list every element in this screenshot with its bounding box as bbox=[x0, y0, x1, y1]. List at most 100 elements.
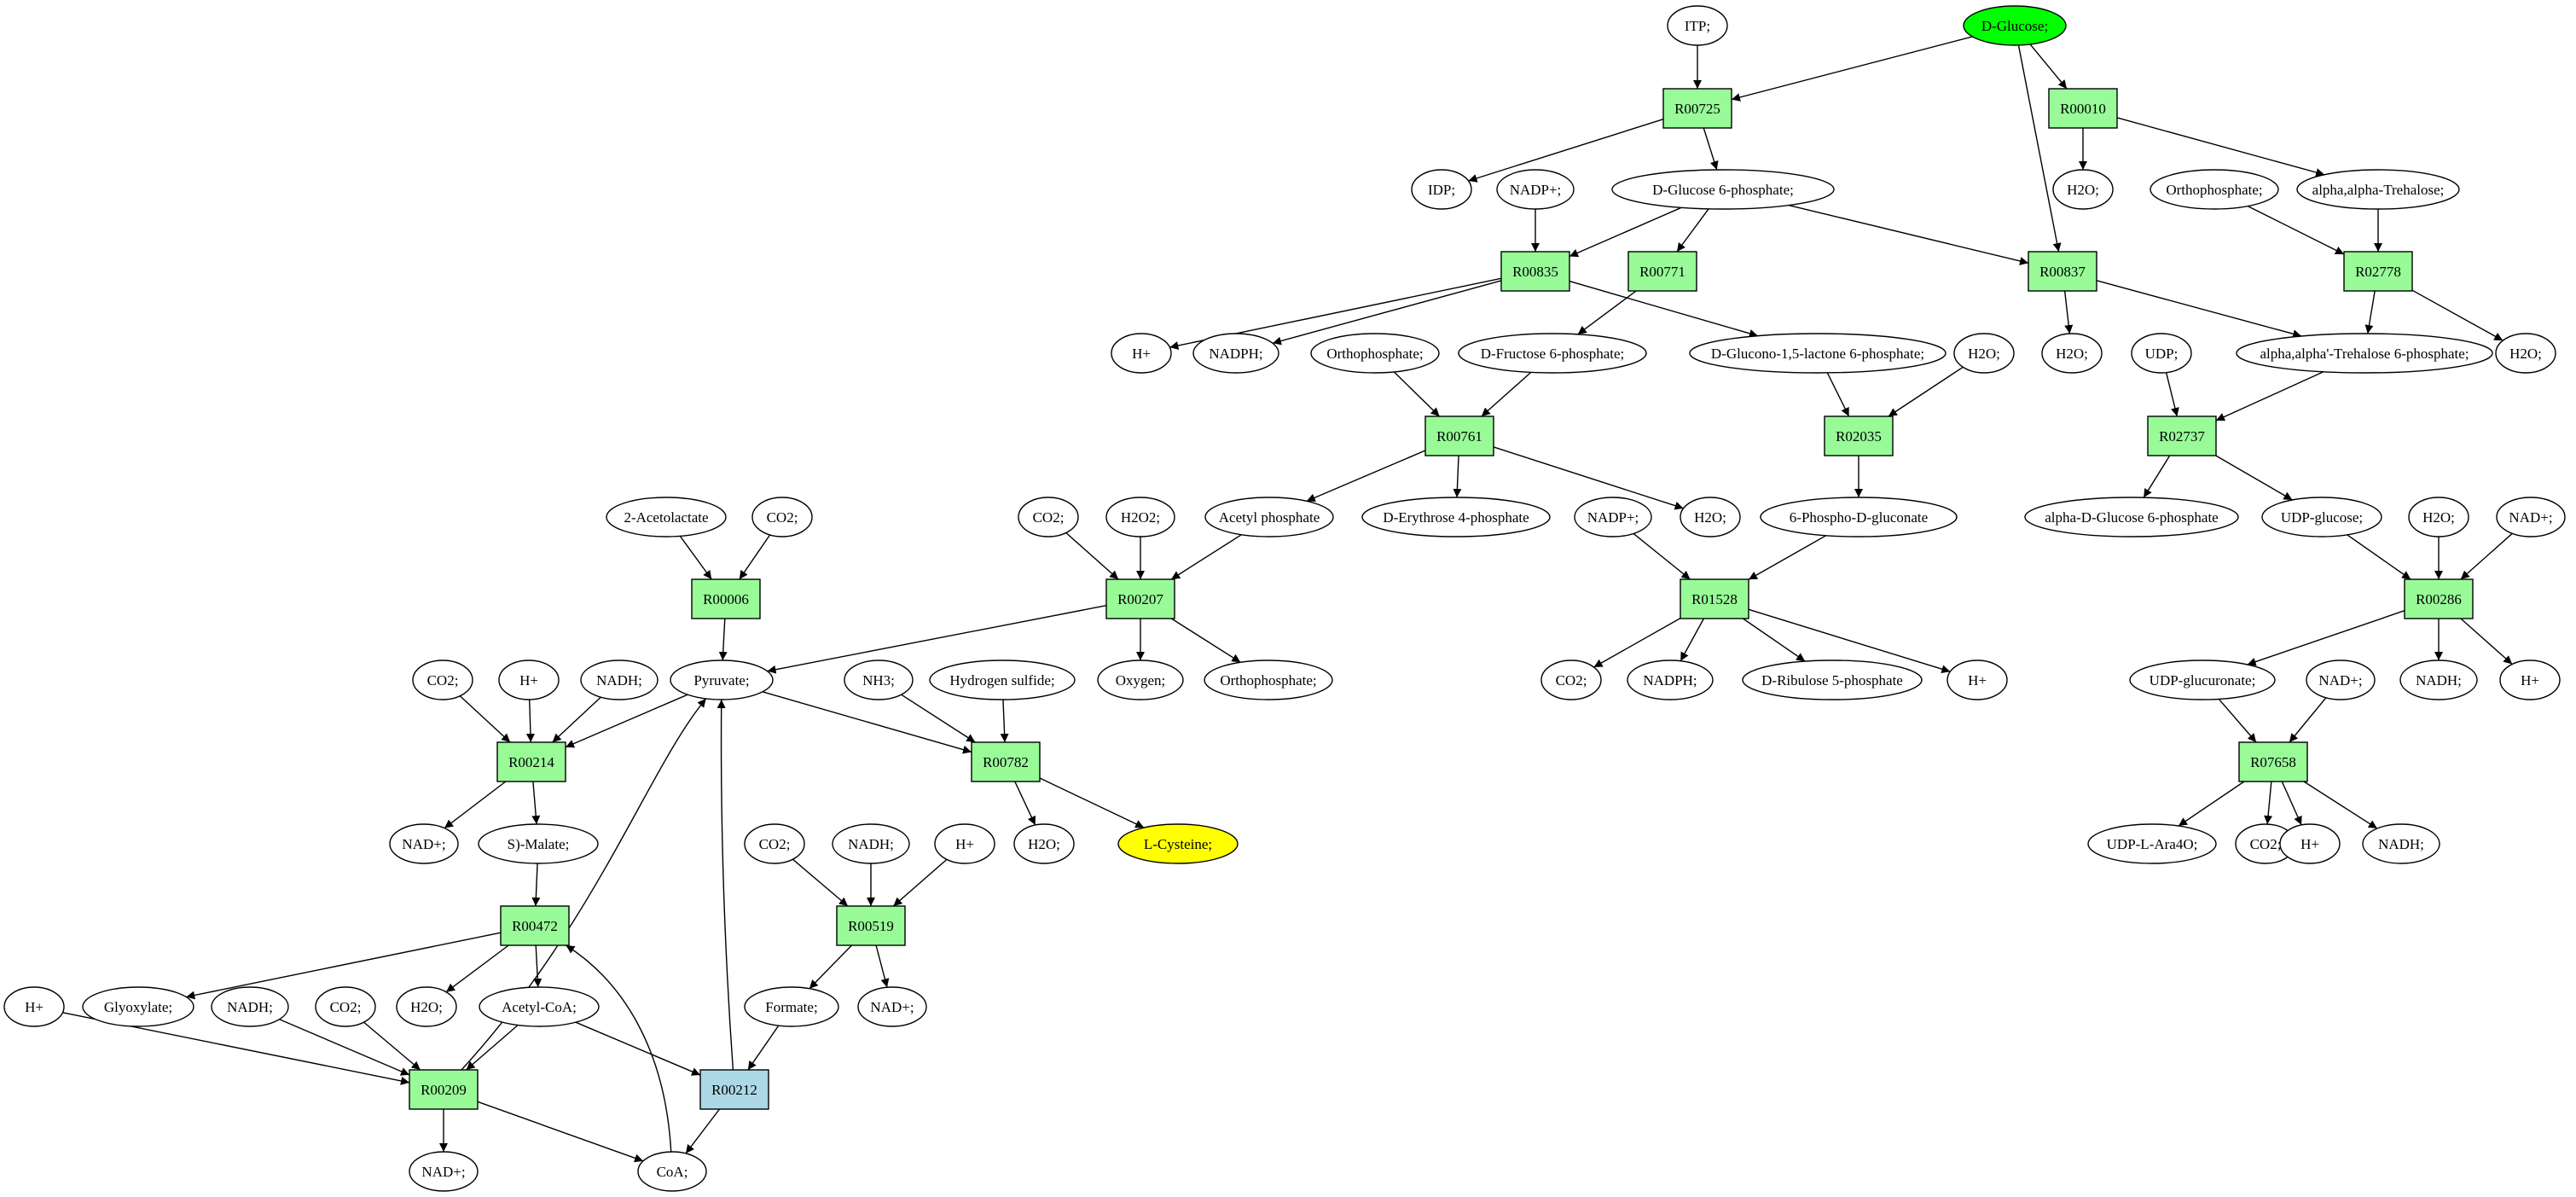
compound-ellipse bbox=[1458, 333, 1647, 374]
reaction-node-r00207[interactable]: R00207 bbox=[1105, 578, 1175, 619]
compound-node-c-acetylcoa[interactable]: Acetyl-CoA; bbox=[479, 986, 600, 1027]
compound-node-c-nadp1[interactable]: NADP+; bbox=[1496, 169, 1575, 210]
compound-node-c-acetolactate[interactable]: 2-Acetolactate bbox=[606, 497, 727, 537]
reaction-node-r01528[interactable]: R01528 bbox=[1680, 578, 1749, 619]
reaction-node-r00212[interactable]: R00212 bbox=[699, 1069, 769, 1110]
compound-node-c-nadh5[interactable]: NADH; bbox=[211, 986, 289, 1027]
compound-node-c-udpglcu[interactable]: UDP-glucuronate; bbox=[2129, 660, 2276, 700]
node-label: Acetyl phosphate bbox=[1219, 509, 1320, 526]
compound-node-c-nadh2[interactable]: NADH; bbox=[2399, 660, 2478, 700]
compound-node-c-h2s[interactable]: Hydrogen sulfide; bbox=[929, 660, 1076, 700]
edge-c-dglucose-to-r00725 bbox=[1731, 36, 1973, 102]
compound-node-c-ag6p[interactable]: alpha-D-Glucose 6-phosphate bbox=[2024, 497, 2239, 537]
reaction-node-r00835[interactable]: R00835 bbox=[1500, 251, 1570, 292]
compound-node-c-nad4[interactable]: NAD+; bbox=[857, 986, 927, 1027]
compound-node-c-pyruvate[interactable]: Pyruvate; bbox=[670, 660, 774, 700]
compound-node-c-oxygen[interactable]: Oxygen; bbox=[1097, 660, 1184, 700]
compound-node-c-idp[interactable]: IDP; bbox=[1411, 169, 1472, 210]
reaction-node-r02778[interactable]: R02778 bbox=[2343, 251, 2413, 292]
compound-node-c-nh3[interactable]: NH3; bbox=[844, 660, 914, 700]
compound-node-c-h2o-c[interactable]: H2O; bbox=[2041, 333, 2103, 374]
edge-c-udp-to-r02737 bbox=[2165, 372, 2179, 417]
compound-node-c-h2o-b[interactable]: H2O; bbox=[1953, 333, 2015, 374]
compound-node-c-itp[interactable]: ITP; bbox=[1667, 5, 1728, 46]
compound-node-c-t6p[interactable]: alpha,alpha'-Trehalose 6-phosphate; bbox=[2236, 333, 2493, 374]
edge-c-glucono-to-r02035 bbox=[1826, 372, 1850, 417]
compound-node-c-e4p[interactable]: D-Erythrose 4-phosphate bbox=[1361, 497, 1551, 537]
compound-node-c-hplus7[interactable]: H+ bbox=[3, 986, 65, 1027]
compound-node-c-f6p[interactable]: D-Fructose 6-phosphate; bbox=[1458, 333, 1647, 374]
compound-node-c-co2-2[interactable]: CO2; bbox=[1018, 497, 1079, 537]
compound-node-c-h2o-f[interactable]: H2O; bbox=[2408, 497, 2469, 537]
compound-node-c-h2o-g[interactable]: H2O; bbox=[1013, 823, 1075, 864]
compound-node-c-nadh3[interactable]: NADH; bbox=[832, 823, 910, 864]
node-label: R00837 bbox=[2039, 264, 2086, 280]
compound-node-c-hplus5[interactable]: H+ bbox=[934, 823, 995, 864]
compound-node-c-nadp2[interactable]: NADP+; bbox=[1574, 497, 1652, 537]
reaction-node-r00472[interactable]: R00472 bbox=[500, 905, 570, 946]
compound-ellipse bbox=[1689, 333, 1947, 374]
compound-node-c-nad5[interactable]: NAD+; bbox=[409, 1151, 479, 1192]
reaction-node-r00286[interactable]: R00286 bbox=[2404, 578, 2474, 619]
compound-ellipse bbox=[2362, 823, 2440, 864]
compound-node-c-g6p[interactable]: D-Glucose 6-phosphate; bbox=[1611, 169, 1835, 210]
compound-node-c-hplus3[interactable]: H+ bbox=[1947, 660, 2008, 700]
node-label: UDP-glucuronate; bbox=[2150, 672, 2256, 689]
compound-node-c-ortho1[interactable]: Orthophosphate; bbox=[2150, 169, 2279, 210]
compound-node-c-udpglucose[interactable]: UDP-glucose; bbox=[2261, 497, 2382, 537]
compound-node-c-nad2[interactable]: NAD+; bbox=[2306, 660, 2376, 700]
compound-node-c-ortho2[interactable]: Orthophosphate; bbox=[1310, 333, 1440, 374]
compound-node-c-co2-7[interactable]: CO2; bbox=[315, 986, 376, 1027]
compound-node-c-co2-5[interactable]: CO2; bbox=[744, 823, 805, 864]
reaction-node-r00519[interactable]: R00519 bbox=[836, 905, 906, 946]
compound-node-c-co2-6[interactable]: CO2; bbox=[2235, 823, 2296, 864]
compound-node-c-acetylp[interactable]: Acetyl phosphate bbox=[1204, 497, 1334, 537]
node-label: D-Fructose 6-phosphate; bbox=[1481, 346, 1625, 362]
compound-node-c-co2-4[interactable]: CO2; bbox=[1540, 660, 1602, 700]
compound-node-c-nad3[interactable]: NAD+; bbox=[389, 823, 459, 864]
reaction-node-r00837[interactable]: R00837 bbox=[2028, 251, 2097, 292]
reaction-node-r07658[interactable]: R07658 bbox=[2238, 741, 2308, 782]
reaction-node-r00771[interactable]: R00771 bbox=[1627, 251, 1697, 292]
reaction-node-r00006[interactable]: R00006 bbox=[691, 578, 761, 619]
reaction-node-r00782[interactable]: R00782 bbox=[971, 741, 1041, 782]
compound-node-c-r5p[interactable]: D-Ribulose 5-phosphate bbox=[1742, 660, 1923, 700]
compound-node-c-nadh1[interactable]: NADH; bbox=[580, 660, 659, 700]
compound-node-c-glucono[interactable]: D-Glucono-1,5-lactone 6-phosphate; bbox=[1689, 333, 1947, 374]
compound-node-c-udpara[interactable]: UDP-L-Ara4O; bbox=[2087, 823, 2217, 864]
compound-ellipse bbox=[396, 986, 457, 1027]
reaction-node-r02035[interactable]: R02035 bbox=[1824, 415, 1894, 456]
compound-node-c-malate[interactable]: S)-Malate; bbox=[478, 823, 599, 864]
reaction-node-r00209[interactable]: R00209 bbox=[409, 1069, 479, 1110]
compound-node-c-hplus6[interactable]: H+ bbox=[2279, 823, 2341, 864]
compound-node-c-glyoxylate[interactable]: Glyoxylate; bbox=[82, 986, 194, 1027]
compound-node-c-nad1[interactable]: NAD+; bbox=[2496, 497, 2566, 537]
compound-node-c-hplus4[interactable]: H+ bbox=[2499, 660, 2561, 700]
compound-node-c-co2-3[interactable]: CO2; bbox=[412, 660, 473, 700]
compound-node-c-udp[interactable]: UDP; bbox=[2131, 333, 2192, 374]
compound-node-c-h2o-h[interactable]: H2O; bbox=[396, 986, 457, 1027]
compound-node-c-hplus2[interactable]: H+ bbox=[498, 660, 560, 700]
compound-node-c-trehalose[interactable]: alpha,alpha-Trehalose; bbox=[2296, 169, 2460, 210]
compound-node-c-nadph2[interactable]: NADPH; bbox=[1627, 660, 1714, 700]
compound-node-c-coa[interactable]: CoA; bbox=[637, 1151, 707, 1192]
reaction-node-r02737[interactable]: R02737 bbox=[2147, 415, 2217, 456]
compound-node-c-h2o2[interactable]: H2O2; bbox=[1105, 497, 1175, 537]
edge-c-formate-to-r00212 bbox=[747, 1025, 780, 1071]
compound-node-c-nadph1[interactable]: NADPH; bbox=[1192, 333, 1279, 374]
compound-node-c-nadh4[interactable]: NADH; bbox=[2362, 823, 2440, 864]
compound-node-c-h2o-a[interactable]: H2O; bbox=[2052, 169, 2114, 210]
compound-node-c-h2o-e[interactable]: H2O; bbox=[1680, 497, 1741, 537]
compound-node-c-ortho3[interactable]: Orthophosphate; bbox=[1204, 660, 1333, 700]
compound-node-c-hplus1[interactable]: H+ bbox=[1111, 333, 1172, 374]
compound-node-c-6pg[interactable]: 6-Phospho-D-gluconate bbox=[1760, 497, 1958, 537]
reaction-node-r00725[interactable]: R00725 bbox=[1662, 88, 1732, 129]
reaction-node-r00761[interactable]: R00761 bbox=[1424, 415, 1494, 456]
reaction-node-r00010[interactable]: R00010 bbox=[2048, 88, 2118, 129]
compound-node-c-dglucose[interactable]: D-Glucose; bbox=[1963, 5, 2067, 46]
compound-node-c-co2-1[interactable]: CO2; bbox=[751, 497, 813, 537]
compound-node-c-h2o-d[interactable]: H2O; bbox=[2495, 333, 2556, 374]
reaction-node-r00214[interactable]: R00214 bbox=[496, 741, 566, 782]
compound-node-c-formate[interactable]: Formate; bbox=[744, 986, 839, 1027]
compound-node-c-cysteine[interactable]: L-Cysteine; bbox=[1117, 823, 1239, 864]
